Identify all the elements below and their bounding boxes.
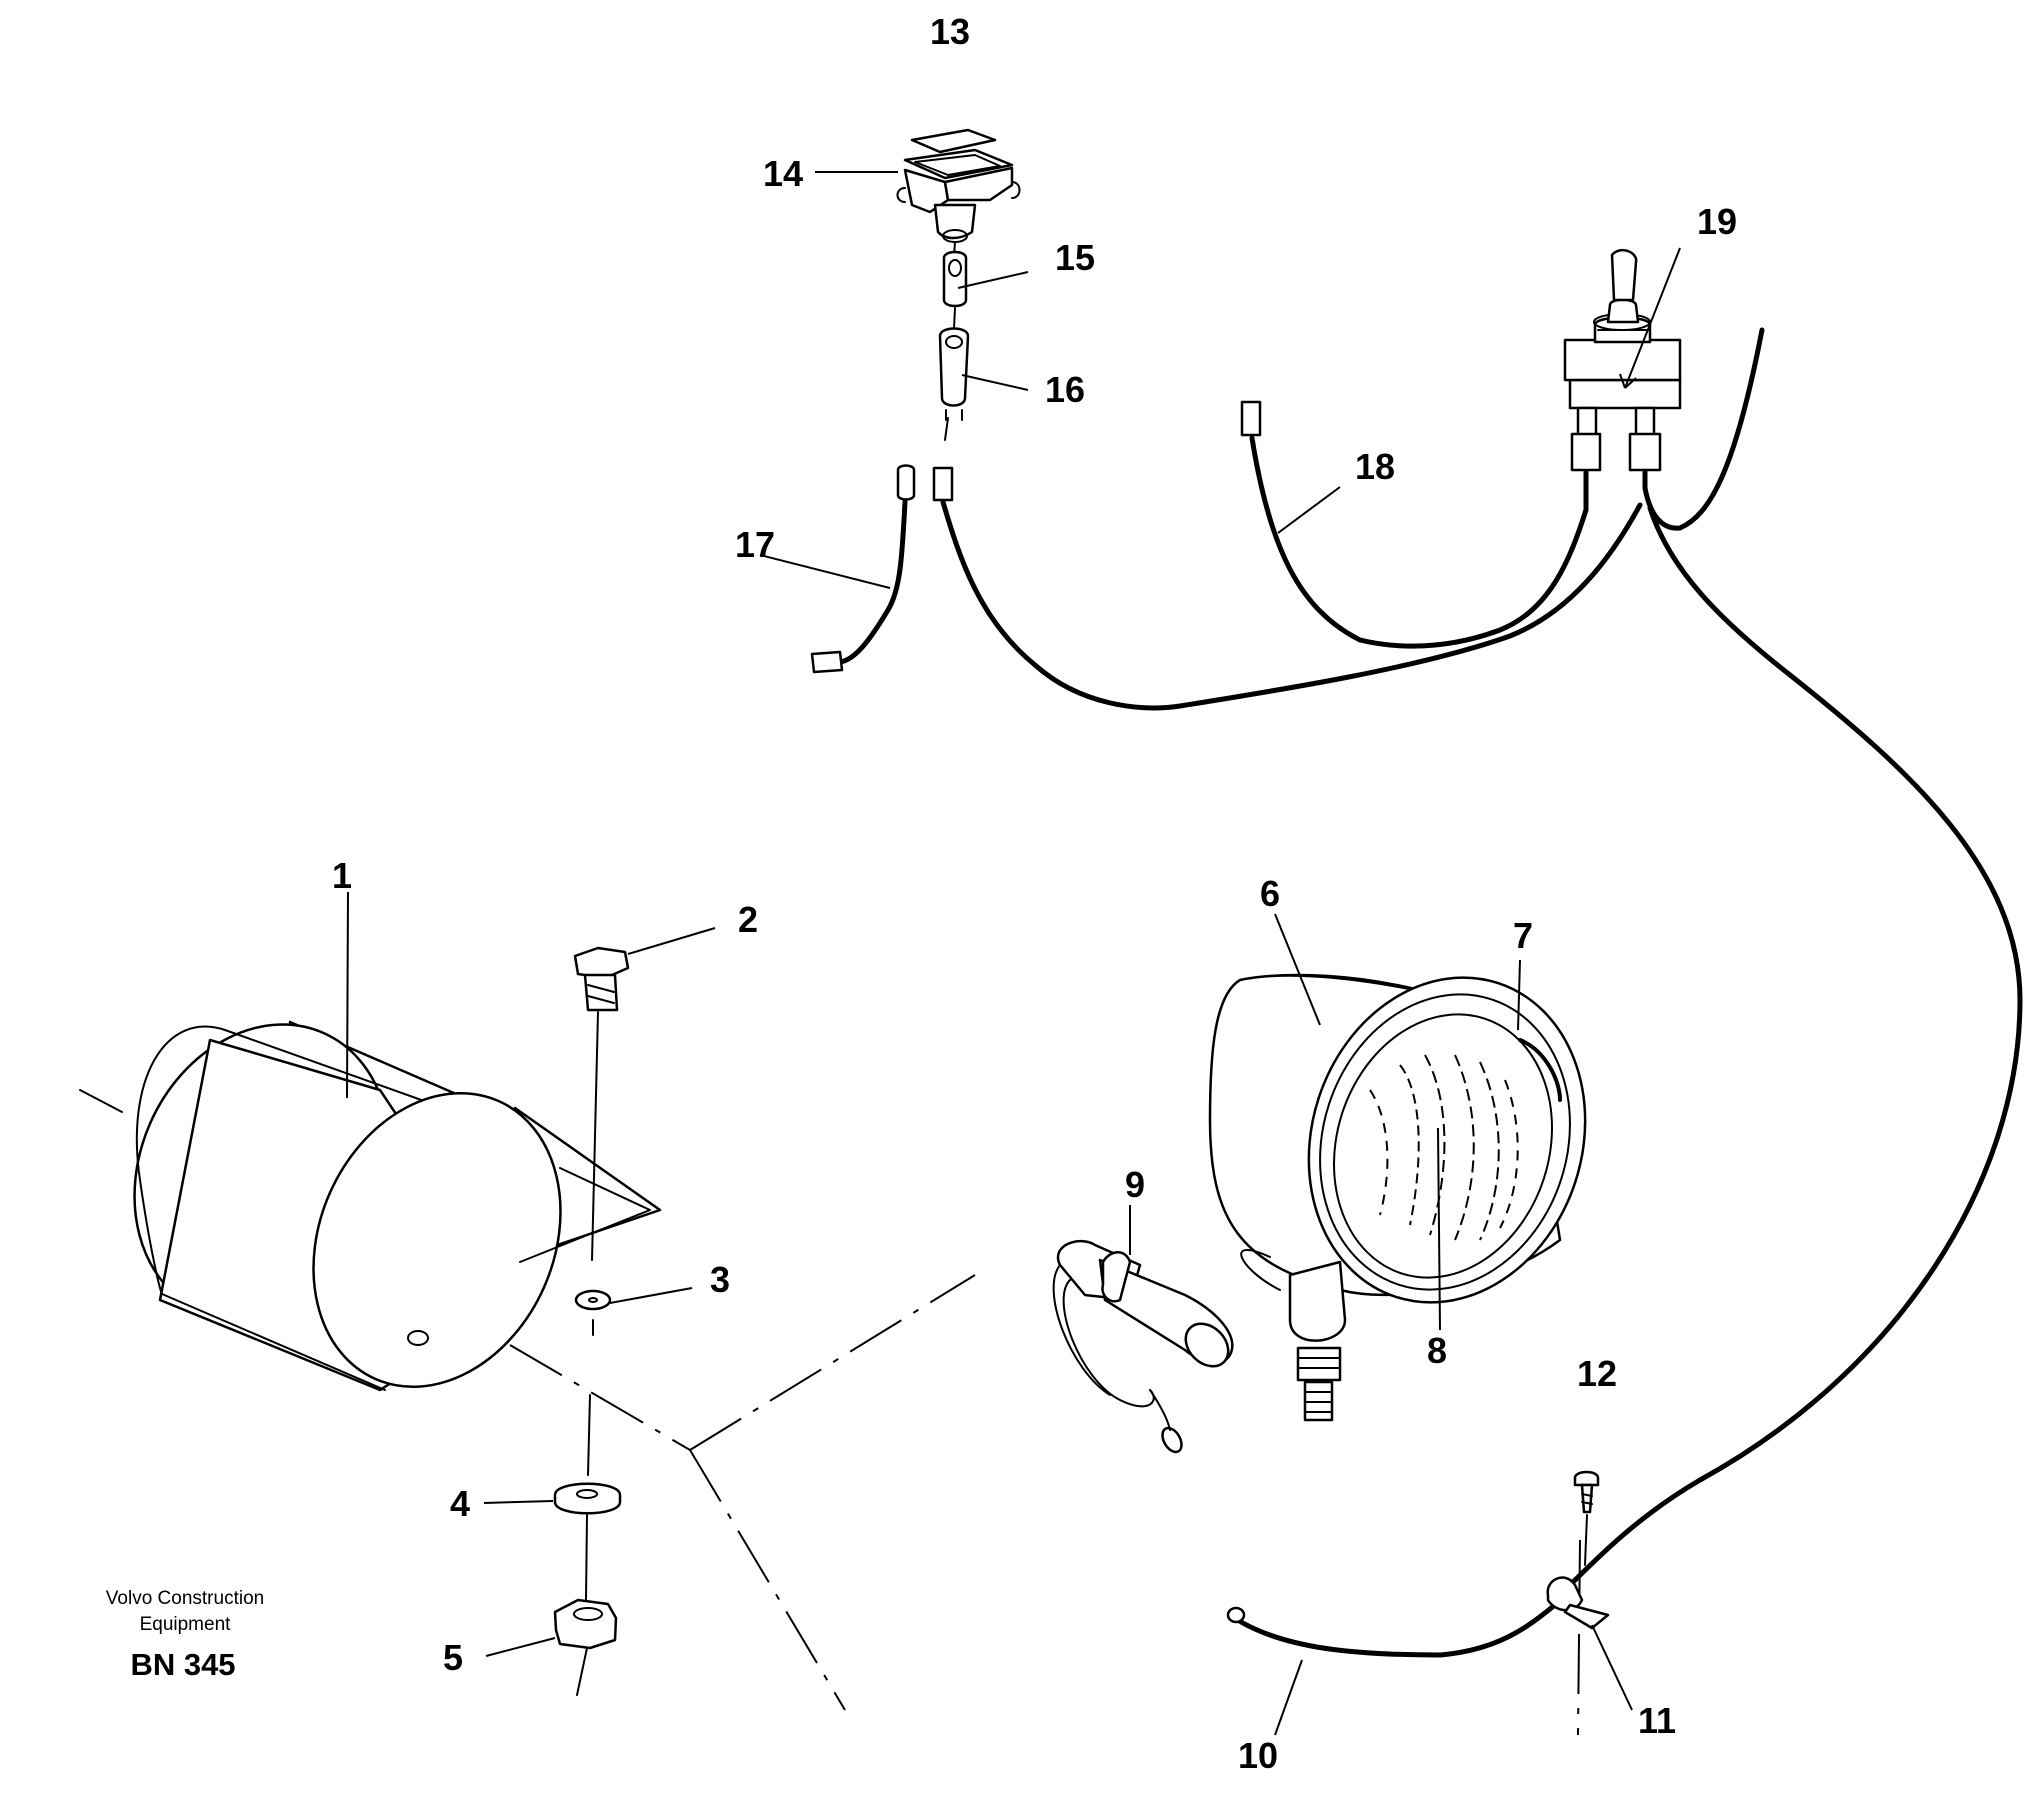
- callout-8: 8: [1427, 1330, 1447, 1371]
- reflector-lines: [1369, 1054, 1519, 1241]
- plug-part: [1052, 1239, 1234, 1454]
- lamp-housing-part: [133, 1020, 662, 1392]
- callout-18: 18: [1355, 446, 1395, 487]
- callout-12: 12: [1577, 1353, 1617, 1394]
- callout-10: 10: [1238, 1735, 1278, 1776]
- brand-line-2: Equipment: [140, 1614, 232, 1635]
- callout-16: 16: [1045, 369, 1085, 410]
- callout-9: 9: [1125, 1164, 1145, 1205]
- callout-3: 3: [710, 1259, 730, 1300]
- clip-and-screw: [1546, 1470, 1610, 1630]
- callout-6: 6: [1260, 873, 1280, 914]
- callout-4: 4: [450, 1483, 470, 1524]
- callout-19: 19: [1697, 201, 1737, 242]
- callout-13: 13: [930, 11, 970, 52]
- callout-7: 7: [1513, 915, 1533, 956]
- callout-11: 11: [1638, 1700, 1676, 1741]
- wiring-harness: [810, 327, 2023, 1658]
- callout-17: 17: [735, 524, 775, 565]
- callout-2: 2: [738, 899, 758, 940]
- toggle-switch: [1563, 248, 1682, 472]
- drawing-code: BN 345: [130, 1647, 235, 1682]
- bolt-stack: [553, 946, 630, 1696]
- callout-1: 1: [332, 855, 352, 896]
- brand-block: Volvo Construction Equipment BN 345: [106, 1588, 264, 1682]
- callout-15: 15: [1055, 237, 1095, 278]
- leader-lines: [346, 171, 1681, 1736]
- indicator-assembly: [896, 128, 1021, 441]
- callout-labels: 1 2 3 4 5 6 7 8 9 10 11 12 13 14 15 16 1…: [332, 11, 1737, 1776]
- callout-5: 5: [443, 1637, 463, 1678]
- lamp-head: [1208, 973, 1587, 1422]
- brand-line-1: Volvo Construction: [106, 1588, 264, 1609]
- callout-14: 14: [763, 153, 803, 194]
